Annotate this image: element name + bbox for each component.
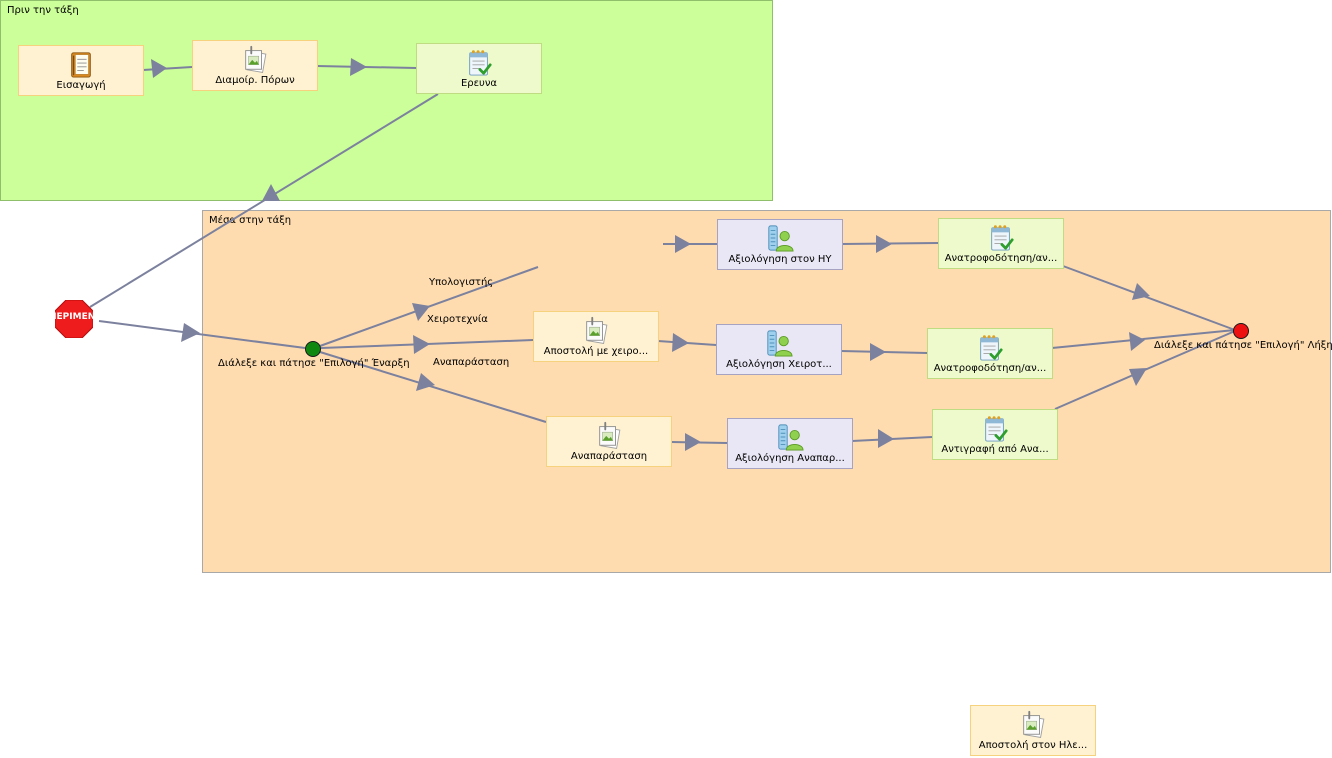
node-reenactment[interactable]: Αναπαράσταση <box>546 416 672 467</box>
stop-label: ΠΕΡΙΜΕΝΕ <box>49 312 99 322</box>
branch-label-handcraft: Χειροτεχνία <box>427 314 488 325</box>
node-label: Αποστολή στον Ηλε... <box>978 740 1088 751</box>
checklist-icon <box>991 225 1014 251</box>
node-label: Αντιγραφή από Ανα... <box>941 444 1049 455</box>
lane-inside-class: Μέσα στην τάξη <box>202 210 1331 573</box>
arrowhead <box>870 343 886 361</box>
node-feedback-2[interactable]: Ανατροφοδότηση/αν... <box>927 328 1053 379</box>
checklist-icon <box>985 416 1008 442</box>
arrowhead <box>1129 332 1145 351</box>
node-assess-handcraft[interactable]: Αξιολόγηση Χειροτ... <box>716 324 842 375</box>
end-label: Διάλεξε και πάτησε "Επιλογή" Λήξη <box>1154 340 1332 351</box>
branch-label-computer: Υπολογιστής <box>429 277 494 288</box>
notebook-icon <box>71 52 91 78</box>
edge-stop-start <box>98 320 306 349</box>
node-intro[interactable]: Εισαγωγή <box>18 45 144 96</box>
user-assessment-icon <box>778 424 804 451</box>
user-assessment-icon <box>767 330 793 357</box>
edge-start-reenact <box>319 351 547 423</box>
arrowhead <box>413 335 430 354</box>
lane-before-title: Πριν την τάξη <box>7 5 79 16</box>
node-label: Αξιολόγηση Αναπαρ... <box>735 453 845 464</box>
arrowhead <box>350 58 367 76</box>
stop-sign-icon[interactable] <box>55 300 93 338</box>
arrowhead <box>1132 283 1150 300</box>
checklist-icon <box>980 335 1003 361</box>
start-point[interactable] <box>305 341 321 357</box>
node-label: Ερευνα <box>460 78 498 89</box>
node-copy-from[interactable]: Αντιγραφή από Ανα... <box>932 409 1058 460</box>
image-document-icon <box>586 316 608 344</box>
node-feedback-1[interactable]: Ανατροφοδότηση/αν... <box>938 218 1064 269</box>
branch-label-reenactment: Αναπαράσταση <box>433 357 510 368</box>
edge-intro-resources <box>142 66 193 71</box>
arrowhead <box>416 373 435 391</box>
arrowhead <box>412 303 430 321</box>
node-label: Ανατροφοδότηση/αν... <box>944 253 1058 264</box>
end-point[interactable] <box>1233 323 1249 339</box>
user-assessment-icon <box>768 225 794 252</box>
arrowhead <box>878 429 894 448</box>
arrowhead <box>181 323 200 342</box>
arrowhead <box>672 333 689 352</box>
node-research[interactable]: Ερευνα <box>416 43 542 94</box>
node-assess-reenact[interactable]: Αξιολόγηση Αναπαρ... <box>727 418 853 469</box>
lane-inside-title: Μέσα στην τάξη <box>209 215 292 226</box>
edge-feedback2-end <box>1051 329 1236 349</box>
edge-feedback1-end <box>1062 265 1236 331</box>
image-document-icon <box>245 45 267 73</box>
node-send-handcraft[interactable]: Αποστολή με χειρο... <box>533 311 659 362</box>
node-label: Αποστολή με χειρο... <box>543 346 649 357</box>
arrowhead <box>876 235 892 253</box>
start-label: Διάλεξε και πάτησε "Επιλογή" Έναρξη <box>218 358 410 369</box>
arrowhead <box>262 184 280 201</box>
image-document-icon <box>599 421 621 449</box>
node-label: Εισαγωγή <box>56 80 106 91</box>
node-label: Αναπαράσταση <box>570 451 648 462</box>
node-assess-pc[interactable]: Αξιολόγηση στον ΗΥ <box>717 219 843 270</box>
node-send-electronic[interactable]: Αποστολή στον Ηλε... <box>970 705 1096 756</box>
lane-before-class: Πριν την τάξη <box>0 0 773 201</box>
node-label: Αξιολόγηση στον ΗΥ <box>728 254 832 265</box>
checklist-icon <box>469 50 492 76</box>
image-document-icon <box>1023 710 1045 738</box>
node-label: Αξιολόγηση Χειροτ... <box>726 359 832 370</box>
arrowhead <box>151 59 167 78</box>
arrowhead <box>1129 368 1147 386</box>
arrowhead <box>675 235 691 253</box>
node-resources[interactable]: Διαμοίρ. Πόρων <box>192 40 318 91</box>
node-label: Ανατροφοδότηση/αν... <box>933 363 1047 374</box>
arrowhead <box>685 433 701 451</box>
node-label: Διαμοίρ. Πόρων <box>215 75 295 86</box>
